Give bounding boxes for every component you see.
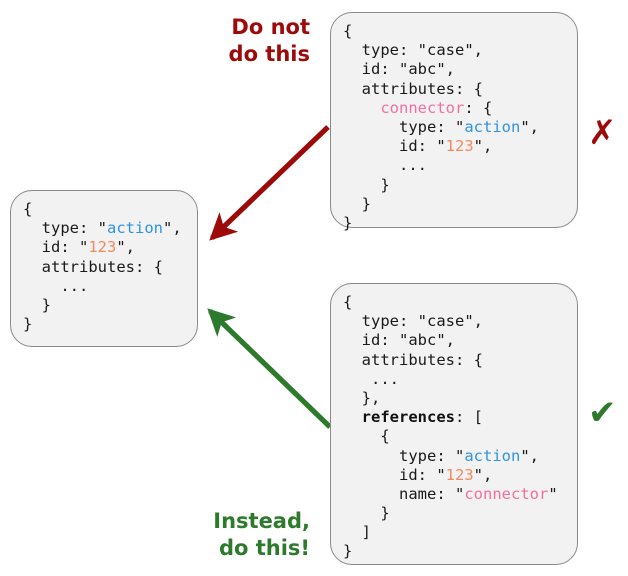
- code-token: ",: [163, 219, 182, 238]
- code-line: id: "123",: [343, 137, 565, 156]
- code-token: type: ": [23, 219, 107, 238]
- code-token: attributes: {: [343, 350, 483, 369]
- code-token: 123: [88, 238, 117, 257]
- code-token: ",: [116, 238, 135, 257]
- code-line: type: "action",: [343, 118, 565, 137]
- code-token: : [: [455, 408, 483, 427]
- code-token: id: "abc",: [343, 60, 455, 79]
- code-token: {: [343, 427, 390, 446]
- code-line: {: [343, 427, 565, 446]
- code-line: }: [343, 214, 565, 233]
- code-token: }: [343, 504, 390, 523]
- code-line: ...: [343, 156, 565, 175]
- code-token: type: "case",: [343, 41, 483, 60]
- code-token: }: [343, 175, 390, 194]
- code-token: type: "case",: [343, 312, 483, 331]
- code-token: 123: [445, 465, 474, 484]
- code-token: {: [343, 293, 353, 311]
- code-token: references: [361, 408, 455, 427]
- code-token: }: [343, 213, 353, 232]
- code-token: [343, 408, 362, 426]
- code-line: name: "connector": [343, 485, 565, 504]
- code-token: name: ": [343, 484, 465, 503]
- code-line: }: [23, 296, 185, 315]
- code-line: id: "123",: [343, 466, 565, 485]
- code-token: id: ": [23, 238, 89, 257]
- code-line: },: [343, 389, 565, 408]
- code-line: attributes: {: [343, 351, 565, 370]
- code-token: {: [343, 22, 353, 40]
- code-token: [343, 99, 380, 117]
- code-token: id: "abc",: [343, 331, 455, 350]
- code-line: }: [23, 315, 185, 334]
- code-line: ...: [343, 370, 565, 389]
- code-token: id: ": [343, 465, 446, 484]
- code-token: ",: [520, 117, 539, 136]
- code-token: ": [548, 484, 558, 503]
- code-token: action: [107, 219, 163, 238]
- cross-icon: ✗: [588, 113, 617, 153]
- code-token: type: ": [343, 117, 465, 136]
- code-token: ...: [343, 156, 427, 175]
- code-line: {: [343, 22, 565, 41]
- code-token: id: ": [343, 137, 446, 156]
- code-token: attributes: {: [23, 257, 163, 276]
- bad-arrow: [209, 125, 330, 241]
- code-line: id: "abc",: [343, 60, 565, 79]
- code-token: attributes: {: [343, 79, 483, 98]
- code-line: }: [343, 542, 565, 561]
- code-line: }: [343, 195, 565, 214]
- code-line: type: "case",: [343, 312, 565, 331]
- code-line: type: "action",: [343, 447, 565, 466]
- code-line: connector: {: [343, 99, 565, 118]
- code-line: references: [: [343, 408, 565, 427]
- code-line: id: "123",: [23, 238, 185, 257]
- code-token: action: [464, 117, 521, 136]
- code-token: type: ": [343, 446, 465, 465]
- code-token: connector: [380, 98, 465, 117]
- code-token: action: [464, 446, 521, 465]
- code-token: 123: [445, 137, 474, 156]
- code-line: ...: [23, 277, 185, 296]
- bad-case-object-box: { type: "case", id: "abc", attributes: {…: [330, 12, 578, 232]
- do-not-do-this-label: Do not do this: [228, 15, 310, 66]
- code-line: type: "action",: [23, 219, 185, 238]
- check-icon: ✔: [588, 393, 617, 433]
- code-token: ...: [23, 276, 89, 295]
- code-line: id: "abc",: [343, 331, 565, 350]
- code-line: {: [343, 293, 565, 312]
- code-token: ",: [520, 446, 539, 465]
- code-token: }: [23, 315, 33, 334]
- code-token: }: [343, 542, 353, 561]
- code-token: },: [343, 388, 381, 407]
- code-line: }: [343, 504, 565, 523]
- code-token: }: [23, 295, 51, 314]
- code-line: {: [23, 200, 185, 219]
- instead-do-this-label: Instead, do this!: [213, 509, 310, 560]
- code-token: ",: [473, 465, 493, 484]
- code-token: connector: [464, 484, 549, 503]
- code-token: {: [23, 200, 33, 218]
- code-line: }: [343, 176, 565, 195]
- code-line: attributes: {: [23, 258, 185, 277]
- good-case-object-box: { type: "case", id: "abc", attributes: {…: [330, 283, 578, 565]
- action-object-box: { type: "action", id: "123", attributes:…: [10, 190, 198, 347]
- code-line: ]: [343, 523, 565, 542]
- code-token: ...: [343, 369, 399, 388]
- code-token: }: [343, 194, 371, 213]
- code-line: attributes: {: [343, 80, 565, 99]
- code-token: : {: [464, 98, 493, 117]
- code-token: ",: [473, 137, 493, 156]
- good-arrow: [207, 308, 332, 429]
- code-line: type: "case",: [343, 41, 565, 60]
- code-token: ]: [343, 523, 371, 542]
